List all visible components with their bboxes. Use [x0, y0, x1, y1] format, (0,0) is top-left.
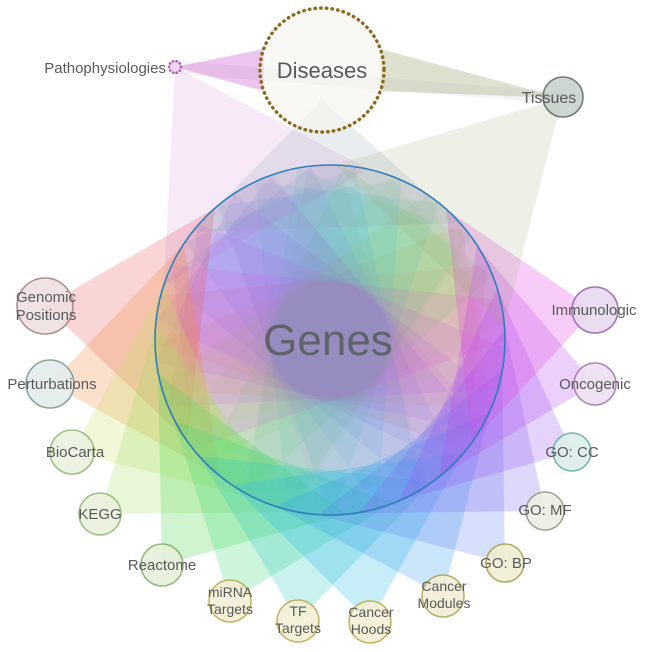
label-genes: Genes [263, 316, 393, 365]
fan-immunologic [446, 209, 595, 442]
node-mirna-targets[interactable] [208, 579, 252, 623]
edge-beams [155, 165, 505, 515]
node-biocarta[interactable] [49, 429, 95, 475]
beam-cancer-hoods [217, 180, 401, 515]
label-kegg: KEGG [78, 506, 121, 523]
beam-kegg [155, 177, 504, 514]
node-kegg[interactable] [78, 492, 122, 536]
node-cancer-hoods[interactable] [348, 600, 392, 644]
fan-go-mf [359, 329, 545, 513]
beam-immunologic [172, 265, 505, 449]
beam-biocarta [155, 196, 503, 452]
fan-go-cc [399, 288, 572, 501]
fan-oncogenic [439, 246, 595, 477]
label-perturbations: Perturbations [7, 376, 96, 393]
node-labels: Pathophysiologies Diseases Tissues Genes… [7, 58, 637, 637]
label-mirna-targets-line1: miRNA [208, 584, 253, 600]
label-genomic-positions-line1: Genomic [16, 289, 77, 306]
fan-tf-targets [199, 456, 432, 621]
label-genomic-positions-line2: Positions [16, 307, 77, 324]
label-go-bp: GO: BP [480, 555, 532, 572]
beam-tf-targets [255, 182, 439, 515]
node-go-bp[interactable] [485, 543, 525, 583]
label-cancer-hoods-line2: Hoods [351, 621, 391, 637]
node-diseases[interactable] [258, 6, 386, 134]
node-reactome[interactable] [140, 543, 184, 587]
node-immunologic[interactable] [571, 286, 619, 334]
fan-kegg [100, 325, 297, 514]
node-cancer-modules[interactable] [421, 574, 465, 618]
fan-biocarta [72, 285, 257, 499]
fan-diseases [192, 100, 460, 232]
diseases-circle-fill [260, 8, 384, 132]
edge-fans [45, 67, 595, 622]
beam-cancer-modules [185, 167, 443, 515]
node-oncogenic[interactable] [573, 362, 617, 406]
node-tissues[interactable] [542, 76, 584, 118]
beam-go-bp [166, 166, 505, 515]
label-tf-targets-line2: Targets [275, 620, 321, 636]
label-immunologic: Immunologic [551, 302, 637, 319]
genes-circle-fill [155, 165, 505, 515]
label-mirna-targets-line2: Targets [207, 601, 253, 617]
fan-tissues [335, 98, 562, 327]
fan-go-bp [318, 370, 505, 563]
dataset-nodes [16, 76, 619, 644]
node-genomic-positions[interactable] [16, 277, 74, 335]
label-diseases: Diseases [277, 58, 367, 83]
fan-patho-diseases [175, 49, 264, 91]
beam-go-mf [156, 175, 505, 511]
beam-perturbations [155, 225, 491, 409]
label-go-cc: GO: CC [545, 444, 599, 461]
fan-pathophysiologies [164, 67, 368, 285]
label-cancer-hoods-line1: Cancer [348, 604, 393, 620]
fan-perturbations [50, 244, 220, 476]
node-genes[interactable] [154, 164, 506, 516]
node-pathophysiologies[interactable] [167, 59, 183, 75]
node-go-mf[interactable] [525, 491, 565, 531]
label-biocarta: BioCarta [46, 444, 105, 461]
label-tf-targets-line1: TF [289, 603, 306, 619]
fan-reactome [158, 374, 346, 565]
fan-mirna-targets [174, 420, 393, 601]
node-go-cc[interactable] [552, 432, 592, 472]
beam-diseases [242, 165, 428, 491]
label-go-mf: GO: MF [518, 502, 571, 519]
label-oncogenic: Oncogenic [559, 376, 631, 393]
label-reactome: Reactome [128, 557, 196, 574]
beam-go-cc [156, 194, 505, 452]
label-cancer-modules-line2: Modules [418, 595, 471, 611]
node-perturbations[interactable] [25, 359, 75, 409]
fan-cancer-hoods [232, 452, 464, 622]
label-pathophysiologies: Pathophysiologies [44, 60, 166, 77]
beam-reactome [162, 166, 493, 515]
fan-cancer-modules [275, 412, 490, 596]
label-tissues: Tissues [522, 90, 577, 107]
fan-diseases-tissues [380, 49, 562, 98]
node-tf-targets[interactable] [276, 599, 320, 643]
beam-mirna-targets [230, 168, 470, 515]
beam-oncogenic [168, 224, 505, 407]
label-cancer-modules-line1: Cancer [421, 578, 466, 594]
fan-genomic-positions [45, 208, 215, 441]
